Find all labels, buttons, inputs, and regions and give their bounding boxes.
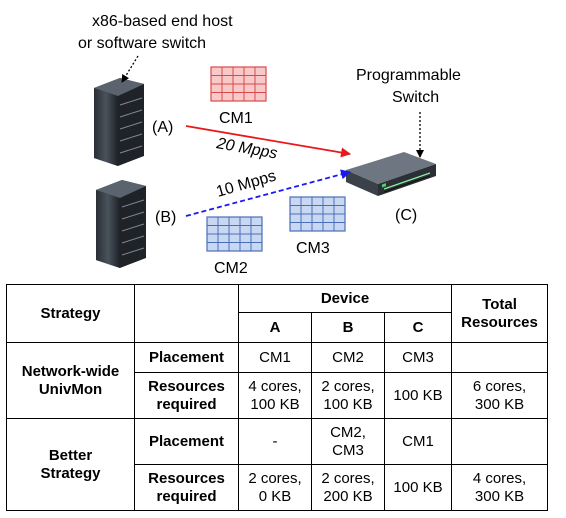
- strategy-table: Strategy Device Total Resources A B C Ne…: [6, 284, 548, 511]
- strategy-cell: Network-wide UnivMon: [6, 342, 135, 419]
- placement-b: CM2,CM3: [311, 418, 385, 465]
- strategy-line1: Network-wide: [21, 362, 120, 380]
- strategy-line1: Better: [48, 446, 93, 464]
- resources-total-line1: 4 cores,: [472, 469, 527, 487]
- table-row: Better Strategy Placement - CM2,CM3 CM1: [6, 418, 548, 511]
- placement-c: CM1: [384, 418, 452, 465]
- flow-a-arrow: [185, 125, 351, 158]
- table-row: Resources required 4 cores,100 KB 2 core…: [7, 372, 548, 419]
- network-diagram: x86-based end host or software switch Pr…: [78, 13, 461, 277]
- resources-total-line2: 300 KB: [474, 487, 525, 505]
- placement-total: [451, 418, 548, 465]
- cm2-label: CM2: [214, 260, 248, 277]
- resources-b: 2 cores,100 KB: [311, 372, 385, 419]
- resources-total-line2: 300 KB: [474, 395, 525, 413]
- resources-c: 100 KB: [384, 464, 452, 511]
- resources-label-line2: required: [156, 487, 217, 505]
- server-b-icon: [96, 180, 146, 268]
- header-strategy: Strategy: [6, 284, 135, 343]
- resources-b-line1: 2 cores,: [321, 377, 375, 395]
- resources-a-line2: 0 KB: [258, 487, 292, 505]
- switch-label-line2: Switch: [392, 89, 439, 106]
- cm1-sketch-icon: [210, 66, 267, 102]
- cm1-label: CM1: [219, 110, 253, 127]
- resources-label-line1: Resources: [148, 377, 225, 395]
- node-b-label: (B): [155, 209, 176, 226]
- resources-total: 6 cores,300 KB: [451, 372, 548, 419]
- host-label-line2: or software switch: [78, 35, 206, 52]
- resources-b-line2: 200 KB: [323, 487, 373, 505]
- resources-c: 100 KB: [384, 372, 452, 419]
- node-a-label: (A): [152, 119, 173, 136]
- strategy-line2: Strategy: [40, 464, 101, 482]
- resources-label-line2: required: [156, 395, 217, 413]
- placement-b-line1: CM2,: [330, 423, 366, 441]
- resources-total: 4 cores,300 KB: [451, 464, 548, 511]
- header-total: Total Resources: [451, 284, 548, 343]
- cm3-sketch-icon: [289, 196, 346, 232]
- resources-a: 4 cores,100 KB: [238, 372, 312, 419]
- host-label-line1: x86-based end host: [92, 13, 233, 30]
- placement-a: -: [238, 418, 312, 465]
- rate-a-label: 20 Mpps: [214, 135, 278, 163]
- resources-b: 2 cores,200 KB: [311, 464, 385, 511]
- programmable-switch-icon: [346, 152, 436, 196]
- placement-b-line2: CM3: [332, 441, 364, 459]
- resources-c-line1: 100 KB: [393, 478, 443, 496]
- header-b: B: [311, 312, 385, 343]
- header-a: A: [238, 312, 312, 343]
- resources-a: 2 cores,0 KB: [238, 464, 312, 511]
- cm2-sketch-icon: [206, 216, 263, 252]
- placement-b: CM2: [311, 342, 385, 373]
- resources-b-line2: 100 KB: [323, 395, 373, 413]
- header-total-line1: Total: [482, 295, 517, 313]
- node-c-label: (C): [395, 207, 417, 224]
- placement-label: Placement: [134, 342, 239, 373]
- flow-b-arrow: [185, 169, 351, 217]
- placement-label: Placement: [134, 418, 239, 465]
- resources-a-line2: 100 KB: [250, 395, 300, 413]
- header-device: Device: [238, 284, 452, 313]
- placement-c: CM3: [384, 342, 452, 373]
- switch-label-line1: Programmable: [356, 67, 461, 84]
- strategy-cell: Better Strategy: [6, 418, 135, 511]
- rate-b-label: 10 Mpps: [214, 168, 278, 201]
- server-a-icon: [94, 78, 144, 166]
- placement-total: [451, 342, 548, 373]
- table-row: Network-wide UnivMon Placement CM1 CM2 C…: [6, 342, 548, 419]
- header-total-line2: Resources: [461, 313, 538, 331]
- header-c: C: [384, 312, 452, 343]
- resources-a-line1: 2 cores,: [248, 469, 302, 487]
- table-row: Resources required 2 cores,0 KB 2 cores,…: [7, 464, 548, 511]
- resources-label: Resources required: [134, 372, 239, 419]
- resources-b-line1: 2 cores,: [321, 469, 375, 487]
- cm3-label: CM3: [296, 240, 330, 257]
- resources-c-line1: 100 KB: [393, 386, 443, 404]
- resources-label-line1: Resources: [148, 469, 225, 487]
- resources-total-line1: 6 cores,: [472, 377, 527, 395]
- strategy-line2: UnivMon: [38, 380, 103, 398]
- header-empty: [134, 284, 239, 343]
- placement-a: CM1: [238, 342, 312, 373]
- resources-label: Resources required: [134, 464, 239, 511]
- host-pointer-arrow: [121, 55, 139, 83]
- resources-a-line1: 4 cores,: [248, 377, 302, 395]
